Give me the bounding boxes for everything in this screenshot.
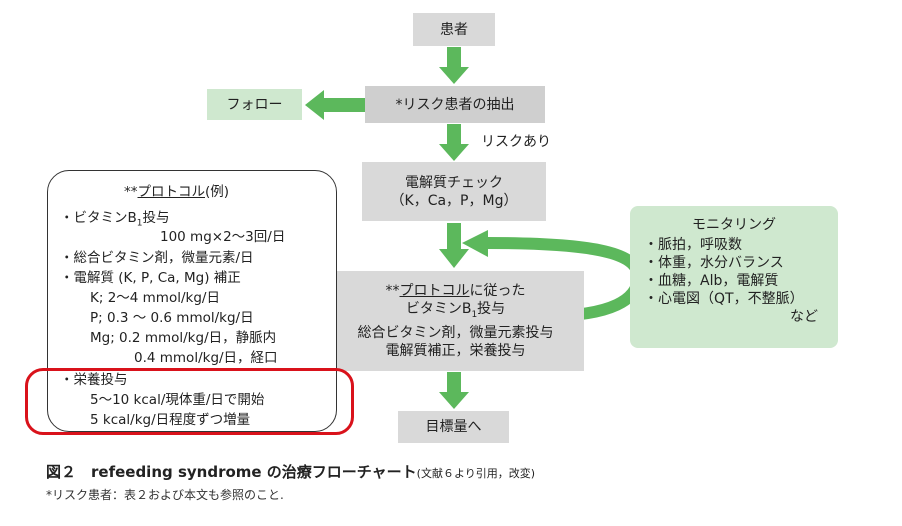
protocol-step-follow: に従った xyxy=(469,283,526,300)
vitb-admin: 投与 xyxy=(142,210,170,226)
monitoring-item: ・体重，水分バランス xyxy=(644,255,784,271)
protocol-title-main: プロトコル xyxy=(137,184,206,200)
vitb-text: ・ビタミンB xyxy=(60,210,137,226)
multivit-line: ・総合ビタミン剤，微量元素/日 xyxy=(60,250,254,266)
electrolyte-line2: （K，Ca，P，Mg） xyxy=(390,192,518,209)
caption-source: (文献６より引用，改変) xyxy=(416,467,536,480)
protocol-step-sub: 1 xyxy=(471,309,478,320)
vitb-sub: 1 xyxy=(136,218,143,229)
vitb-dose: 100 mg×2～3回/日 xyxy=(160,229,286,245)
target-node: 目標量へ xyxy=(398,411,509,443)
monitoring-title: モニタリング xyxy=(692,217,776,233)
monitoring-box: モニタリング ・脈拍，呼吸数 ・体重，水分バランス ・血糖，Alb，電解質 ・心… xyxy=(630,206,838,348)
p-dose: P; 0.3 ～ 0.6 mmol/kg/日 xyxy=(90,310,254,326)
monitoring-item: ・脈拍，呼吸数 xyxy=(644,237,742,253)
mg-dose-iv: Mg; 0.2 mmol/kg/日，静脈内 xyxy=(90,330,277,346)
follow-node: フォロー xyxy=(207,89,302,120)
k-dose: K; 2～4 mmol/kg/日 xyxy=(90,290,220,306)
nutrition-increase: 5 kcal/kg/日程度ずつ増量 xyxy=(90,412,251,428)
electrolyte-check-node: 電解質チェック （K，Ca，P，Mg） xyxy=(362,162,546,221)
risk-extraction-node: *リスク患者の抽出 xyxy=(365,86,545,123)
monitoring-item: ・血糖，Alb，電解質 xyxy=(644,273,779,289)
protocol-step-admin: 投与 xyxy=(477,301,506,318)
protocol-step-link: プロトコル xyxy=(399,283,470,300)
monitoring-item: ・心電図（QT，不整脈） xyxy=(644,291,804,307)
caption-main: 図２ refeeding syndrome の治療フローチャート xyxy=(46,463,417,481)
protocol-step-line1: **プロトコルに従った xyxy=(386,282,526,300)
protocol-example-box: **プロトコル(例) ・ビタミンB1投与 100 mg×2～3回/日 ・総合ビタ… xyxy=(47,170,337,432)
nutrition-title: ・栄養投与 xyxy=(60,372,128,388)
risk-present-label: リスクあり xyxy=(481,134,551,150)
protocol-title: **プロトコル(例) xyxy=(124,184,229,201)
electrolyte-line1: 電解質チェック xyxy=(405,174,503,191)
protocol-step-line4: 電解質補正，栄養投与 xyxy=(385,342,526,359)
protocol-step-star: ** xyxy=(385,283,400,300)
figure-note: *リスク患者：表２および本文も参照のこと. xyxy=(46,488,284,502)
protocol-title-suffix: (例) xyxy=(205,184,230,200)
vitb-line: ・ビタミンB1投与 xyxy=(60,210,170,233)
figure-caption: 図２ refeeding syndrome の治療フローチャート(文献６より引用… xyxy=(46,461,535,482)
protocol-step-line2: ビタミンB1投与 xyxy=(406,300,505,324)
mg-dose-oral: 0.4 mmol/kg/日，経口 xyxy=(134,350,278,366)
electrolyte-title: ・電解質 (K, P, Ca, Mg) 補正 xyxy=(60,270,241,286)
nutrition-start: 5～10 kcal/現体重/日で開始 xyxy=(90,392,265,408)
monitoring-etc: など xyxy=(790,309,818,325)
protocol-title-star: ** xyxy=(124,184,138,200)
protocol-treatment-node: **プロトコルに従った ビタミンB1投与 総合ビタミン剤，微量元素投与 電解質補… xyxy=(327,271,584,371)
protocol-step-vit: ビタミンB xyxy=(405,301,472,318)
nutrition-highlight-outline xyxy=(25,368,354,435)
patient-node: 患者 xyxy=(413,13,495,46)
protocol-step-line3: 総合ビタミン剤，微量元素投与 xyxy=(357,324,554,341)
